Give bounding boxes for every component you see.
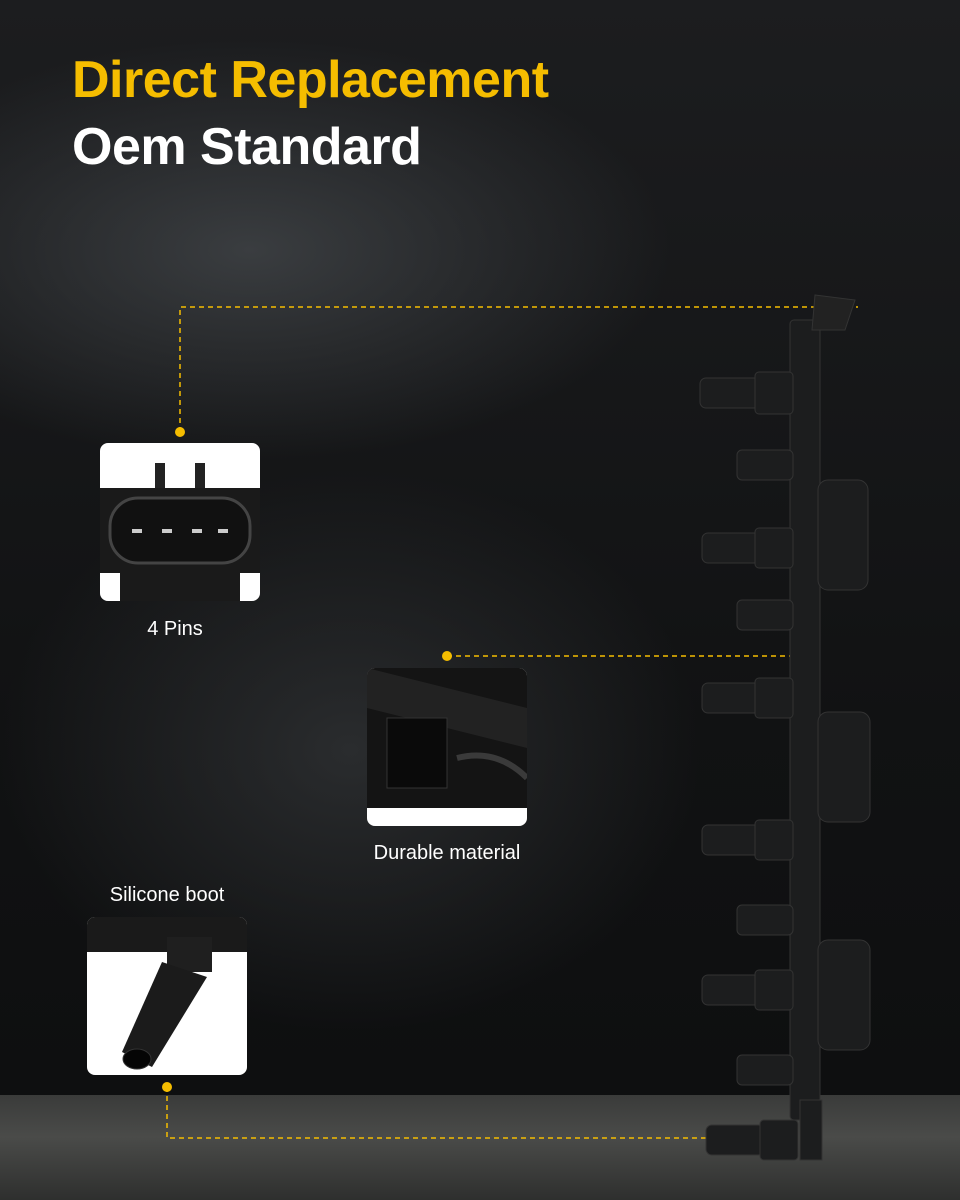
feature-card-4-pins	[100, 443, 260, 601]
connector-4-pin-icon	[100, 463, 260, 601]
headline-secondary: Oem Standard	[72, 118, 422, 176]
feature-label-4-pins: 4 Pins	[147, 618, 203, 640]
feature-label-durable-material: Durable material	[373, 842, 521, 864]
feature-card-silicone-boot	[87, 917, 247, 1075]
feature-card-durable-material	[367, 668, 527, 826]
feature-label-silicone-boot: Silicone boot	[109, 884, 225, 906]
headline-primary: Direct Replacement	[72, 51, 549, 109]
silicone-boot-icon	[87, 917, 247, 1070]
housing-closeup-icon	[367, 668, 527, 826]
